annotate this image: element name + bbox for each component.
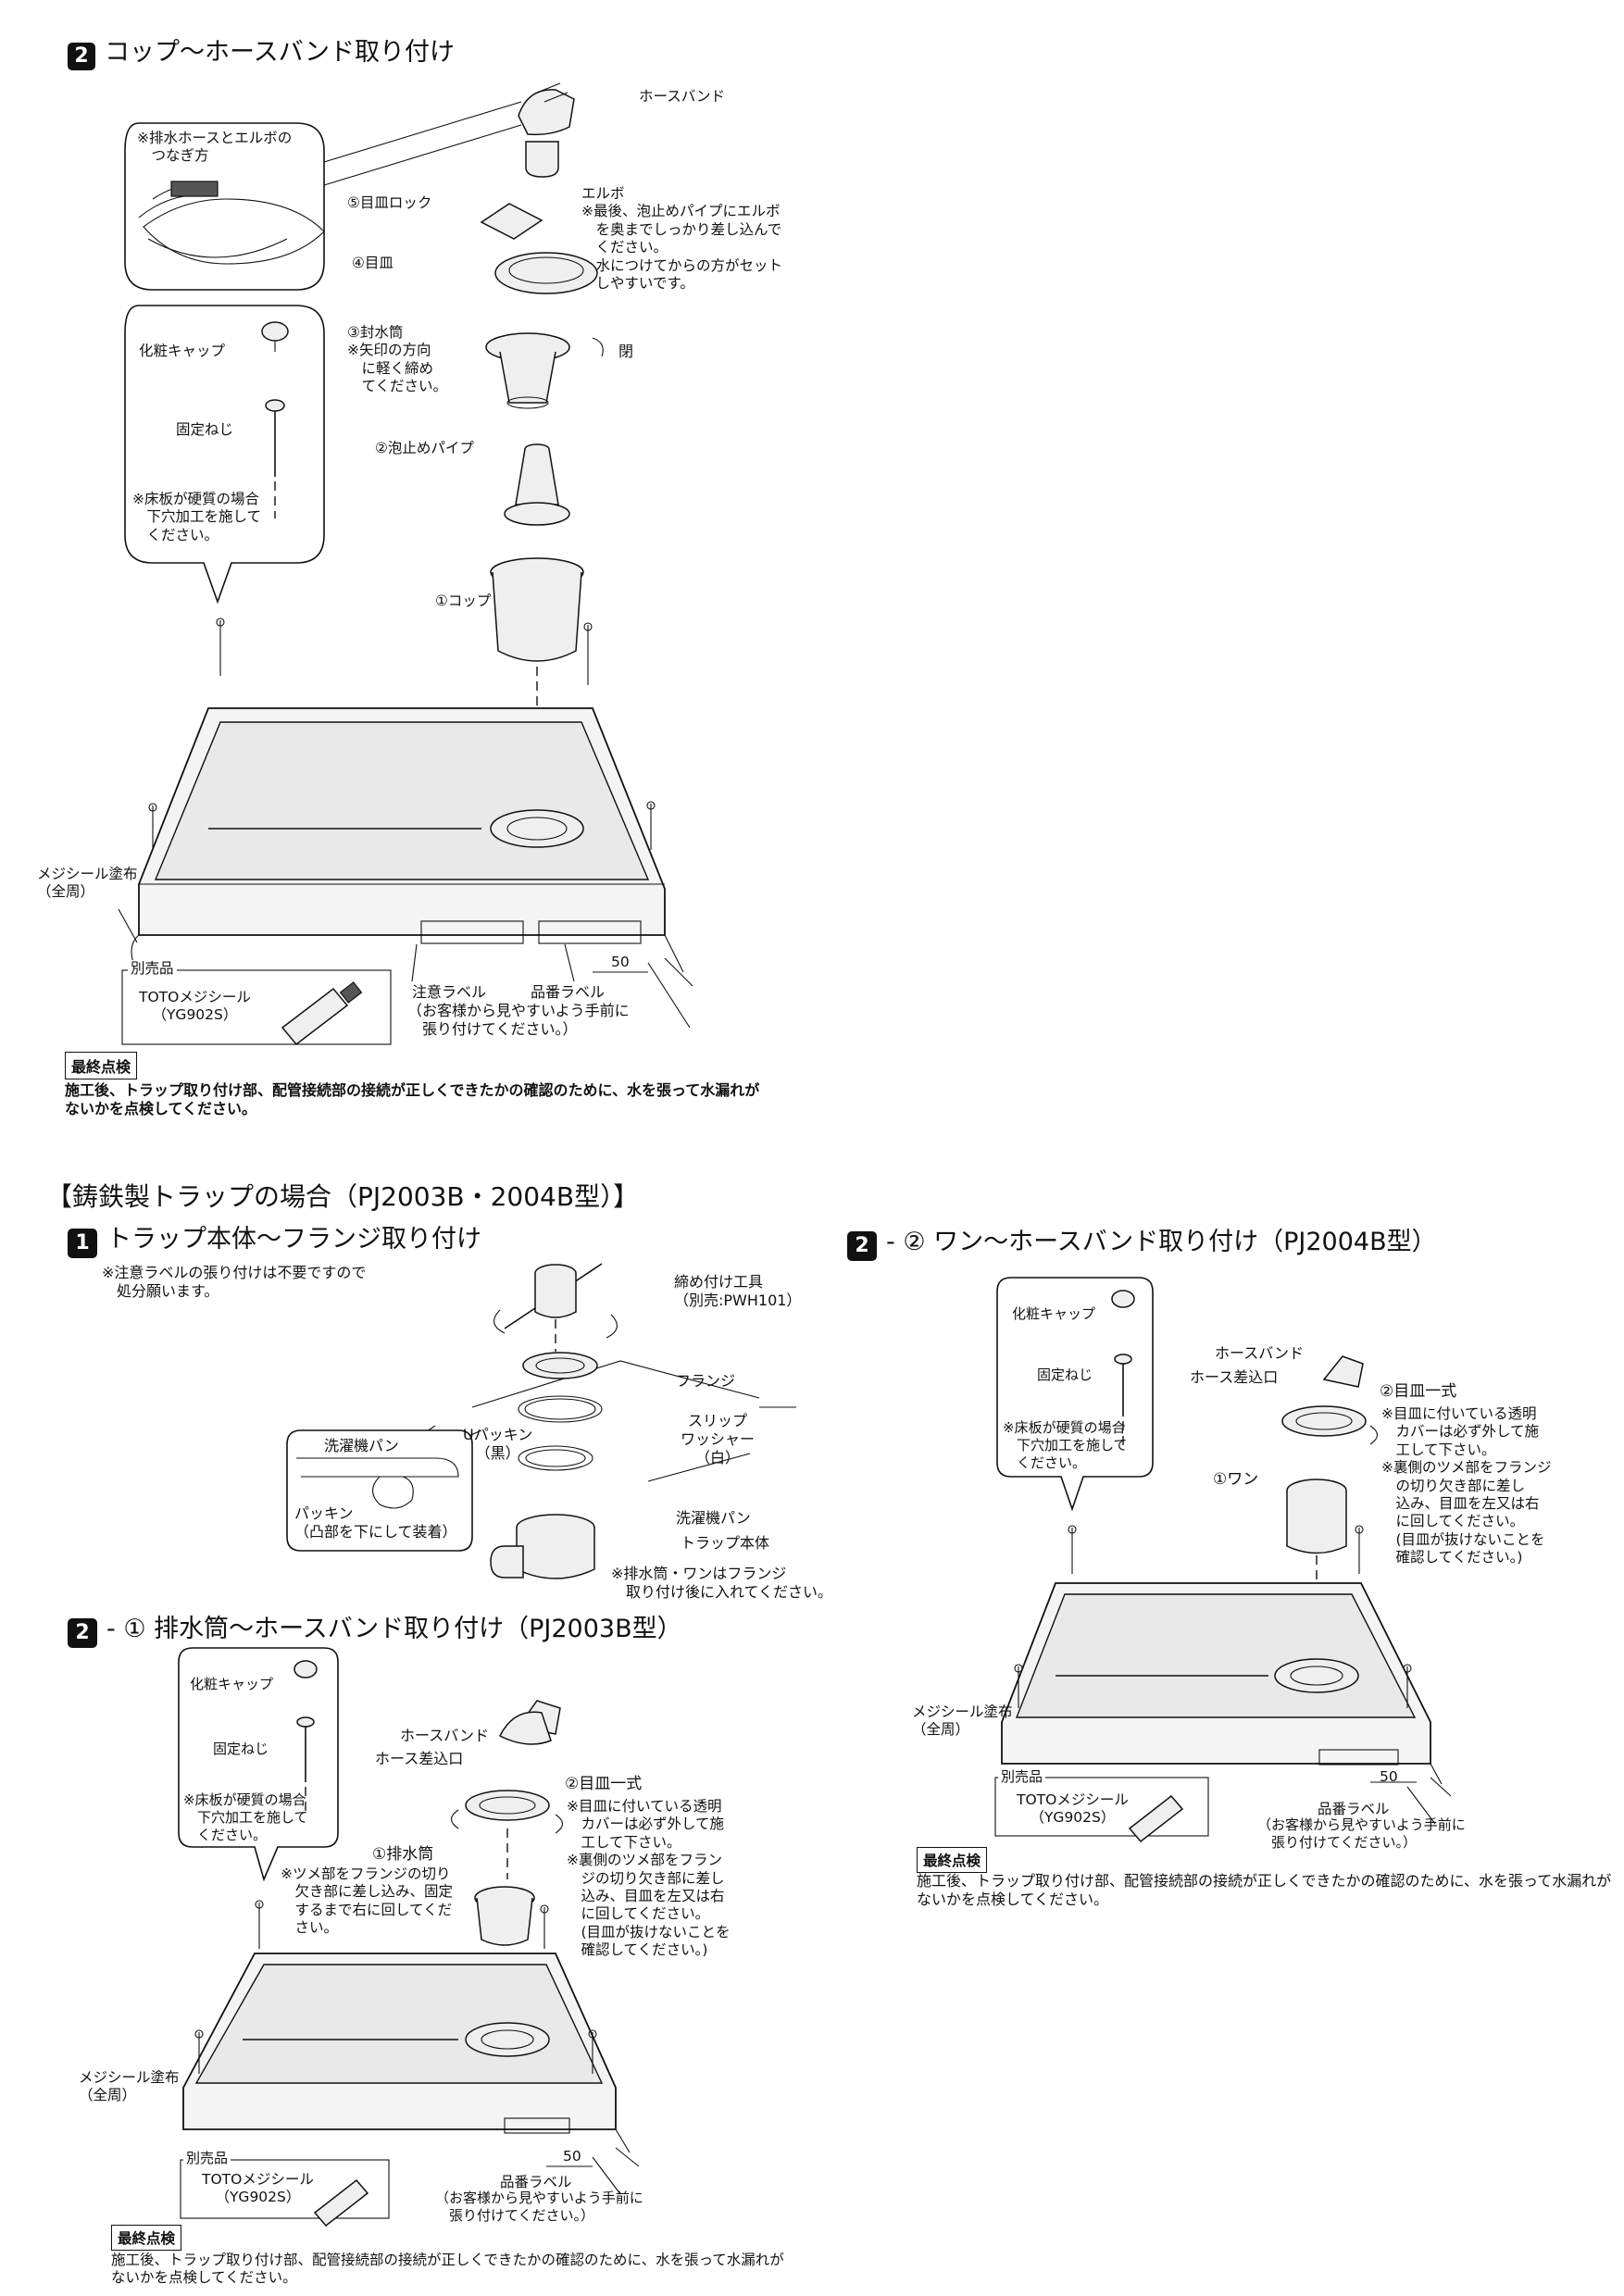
part3-label: ③封水筒 ※矢印の方向 に軽く締め てください。 (347, 324, 448, 395)
step-number-badge: 2 (68, 1618, 97, 1648)
s21-part1-note: ※ツメ部をフランジの切り 欠き部に差し込み、固定 するまで右に回してくだ さい。 (281, 1866, 454, 1937)
s22-toto-label: TOTOメジシール （YG902S） (1017, 1791, 1129, 1827)
s22-final-check-badge: 最終点検 (917, 1847, 988, 1873)
s21-dimension-50: 50 (563, 2148, 581, 2165)
final-check-badge: 最終点検 (65, 1052, 138, 1079)
cast1-heading: 1 トラップ本体〜フランジ取り付け (68, 1224, 481, 1258)
slip-washer-label: スリップ ワッシャー （白） (681, 1412, 756, 1466)
elbow-label: エルボ ※最後、泡止めパイプにエルボ を奥までしっかり差し込んで ください。 水… (581, 185, 783, 292)
s22-final-check-text: 施工後、トラップ取り付け部、配管接続部の接続が正しくできたかの確認のために、水を… (917, 1872, 1612, 1908)
s21-screw-label: 固定ねじ (213, 1741, 269, 1757)
step-number-badge: 2 (847, 1231, 877, 1261)
sold-separately-label: 別売品 (128, 960, 177, 979)
s22-part2-note: ※目皿に付いている透明 カバーは必ず外して施 工して下さい。 ※裏側のツメ部をフ… (1381, 1405, 1552, 1566)
s22-label-note: （お客様から見やすいよう手前に 張り付けてください。） (1257, 1816, 1466, 1851)
step-number-badge: 2 (68, 43, 95, 70)
sec2-elbow-callout (124, 101, 522, 291)
s22-title: - ② ワン〜ホースバンド取り付け（PJ2004B型） (886, 1228, 1437, 1256)
final-check-text: 施工後、トラップ取り付け部、配管接続部の接続が正しくできたかの確認のために、水を… (65, 1081, 760, 1117)
cast1-title: トラップ本体〜フランジ取り付け (106, 1225, 481, 1254)
elbow-callout-text: ※排水ホースとエルボの つなぎ方 (137, 130, 293, 165)
s22-pan (1001, 1525, 1452, 1825)
screw-label: 固定ねじ (176, 421, 234, 438)
cast1-tool (493, 1263, 618, 1352)
s21-final-check-text: 施工後、トラップ取り付け部、配管接続部の接続が正しくできたかの確認のために、水を… (111, 2252, 784, 2287)
s21-pan (182, 1900, 640, 2195)
s21-heading: 2 - ① 排水筒〜ホースバンド取り付け（PJ2003B型） (68, 1614, 682, 1648)
packing-label: パッキン （凸部を下にして装着） (294, 1504, 457, 1541)
caution-label-text: 注意ラベル (412, 983, 487, 1001)
toto-mejiseal-label: TOTOメジシール （YG902S） (139, 989, 251, 1024)
step-number-badge: 1 (68, 1229, 97, 1258)
cast1-note: ※注意ラベルの張り付けは不要ですので 処分願います。 (102, 1264, 367, 1300)
s22-cap-label: 化粧キャップ (1012, 1305, 1096, 1322)
s21-part1-label: ①排水筒 (372, 1845, 434, 1864)
s22-screw-label: 固定ねじ (1037, 1366, 1093, 1383)
flange-label: フランジ (676, 1372, 736, 1390)
s22-part1-label: ①ワン (1213, 1470, 1259, 1489)
s21-label-note: （お客様から見やすいよう手前に 張り付けてください。） (435, 2190, 643, 2224)
sec2-parts-stack (480, 82, 604, 815)
inset-pan-label: 洗濯機パン (324, 1437, 399, 1454)
hoseband-label: ホースバンド (639, 88, 726, 105)
s21-final-check-badge: 最終点検 (111, 2225, 182, 2251)
part2-label: ②泡止めパイプ (375, 440, 474, 456)
sec2-screw-callout (124, 305, 325, 605)
mejiseal-label: メジシール塗布 （全周） (37, 866, 138, 901)
cap-label: 化粧キャップ (139, 343, 226, 359)
u-packing-label: Uパッキン （黒） (463, 1426, 533, 1462)
trap-note: ※排水筒・ワンはフランジ 取り付け後に入れてください。 (611, 1565, 833, 1601)
s21-hoseband-label: ホースバンド (400, 1727, 490, 1744)
sec2-title: コップ〜ホースバンド取り付け (105, 38, 455, 67)
s22-heading: 2 - ② ワン〜ホースバンド取り付け（PJ2004B型） (847, 1227, 1437, 1261)
pan-label: 洗濯機パン (676, 1509, 751, 1527)
s22-sold-label: 別売品 (998, 1768, 1046, 1786)
sec2-screws (148, 618, 656, 852)
s21-toto-label: TOTOメジシール （YG902S） (202, 2171, 314, 2206)
part4-label: ④目皿 (352, 255, 394, 271)
product-label-text: 品番ラベル (531, 983, 606, 1001)
cast1-inset (286, 1429, 473, 1552)
s21-mejiseal-label: メジシール塗布 （全周） (79, 2069, 180, 2104)
s21-product-label: 品番ラベル (500, 2174, 572, 2190)
tool-label: 締め付け工具 （別売:PWH101） (674, 1273, 802, 1309)
s21-part2-note: ※目皿に付いている透明 カバーは必ず外して施 工して下さい。 ※裏側のツメ部をフ… (567, 1798, 731, 1958)
s21-sold-label: 別売品 (183, 2150, 231, 2167)
dimension-50: 50 (611, 954, 630, 970)
s21-cap-label: 化粧キャップ (190, 1676, 274, 1692)
sec2-sold-box (121, 969, 392, 1046)
s22-mejiseal-label: メジシール塗布 （全周） (912, 1703, 1013, 1739)
part5-label: ⑤目皿ロック (347, 194, 432, 211)
close-label: 閉 (618, 343, 634, 360)
trap-body-label: トラップ本体 (681, 1534, 770, 1552)
part1-label: ①コップ (435, 593, 492, 609)
s22-product-label: 品番ラベル (1318, 1801, 1390, 1817)
s22-floor-note: ※床板が硬質の場合 下穴加工を施して ください。 (1003, 1419, 1128, 1471)
s21-part2-label: ②目皿一式 (565, 1775, 643, 1793)
s22-screw-callout (996, 1277, 1154, 1512)
sec2-pan (118, 707, 693, 1029)
s22-part2-label: ②目皿一式 (1380, 1382, 1457, 1401)
s21-title: - ① 排水筒〜ホースバンド取り付け（PJ2003B型） (106, 1615, 682, 1643)
s21-screw-callout (178, 1647, 339, 1882)
s21-floor-note: ※床板が硬質の場合 下穴加工を施して ください。 (183, 1791, 308, 1843)
s21-parts (450, 1700, 564, 2028)
s21-hose-inlet-label: ホース差込口 (375, 1750, 464, 1767)
floor-note: ※床板が硬質の場合 下穴加工を施して ください。 (132, 491, 262, 543)
cast-iron-header: 【鋳鉄製トラップの場合（PJ2003B・2004B型）】 (46, 1181, 640, 1212)
s22-dimension-50: 50 (1380, 1768, 1398, 1785)
sec2-heading: 2 コップ〜ホースバンド取り付け (68, 37, 455, 70)
s22-hose-inlet-label: ホース差込口 (1190, 1368, 1279, 1386)
s22-parts (1281, 1355, 1379, 1648)
s22-hoseband-label: ホースバンド (1215, 1344, 1305, 1362)
s22-sold-box (994, 1777, 1209, 1843)
label-placement-note: （お客様から見やすいよう手前に 張り付けてください。） (407, 1002, 630, 1038)
s21-sold-box (180, 2159, 390, 2227)
